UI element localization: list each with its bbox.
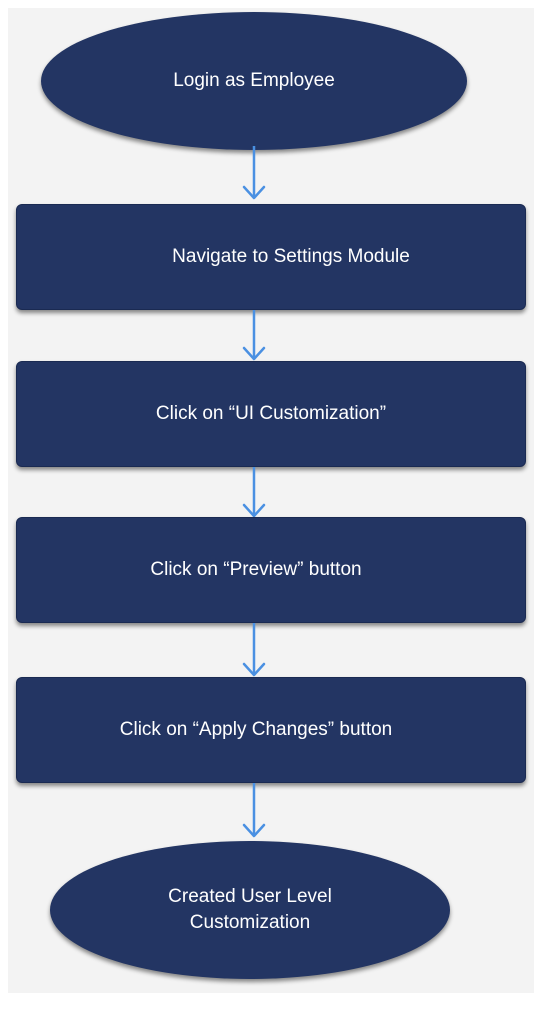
end-node-created-customization: Created User Level Customization xyxy=(50,841,450,979)
arrow-down-icon xyxy=(242,623,266,677)
step-node-label: Navigate to Settings Module xyxy=(172,246,410,267)
start-node-login: Login as Employee xyxy=(41,12,467,150)
end-node-label: Created User Level Customization xyxy=(168,886,332,933)
step-node-label: Click on “Apply Changes” button xyxy=(119,719,393,740)
step-node-ui-customization: Click on “UI Customization” xyxy=(16,361,526,467)
step-node-label: Click on “UI Customization” xyxy=(155,403,387,424)
step-node-navigate-settings: Navigate to Settings Module xyxy=(16,204,526,310)
step-node-apply-changes: Click on “Apply Changes” button xyxy=(16,677,526,783)
arrow-down-icon xyxy=(242,783,266,838)
start-node-label: Login as Employee xyxy=(173,70,335,91)
arrow-down-icon xyxy=(242,467,266,518)
arrow-down-icon xyxy=(242,310,266,361)
step-node-preview: Click on “Preview” button xyxy=(16,517,526,623)
arrow-down-icon xyxy=(242,146,266,200)
step-node-label: Click on “Preview” button xyxy=(150,559,362,580)
flowchart-canvas: Login as Employee Navigate to Settings M… xyxy=(8,8,534,993)
